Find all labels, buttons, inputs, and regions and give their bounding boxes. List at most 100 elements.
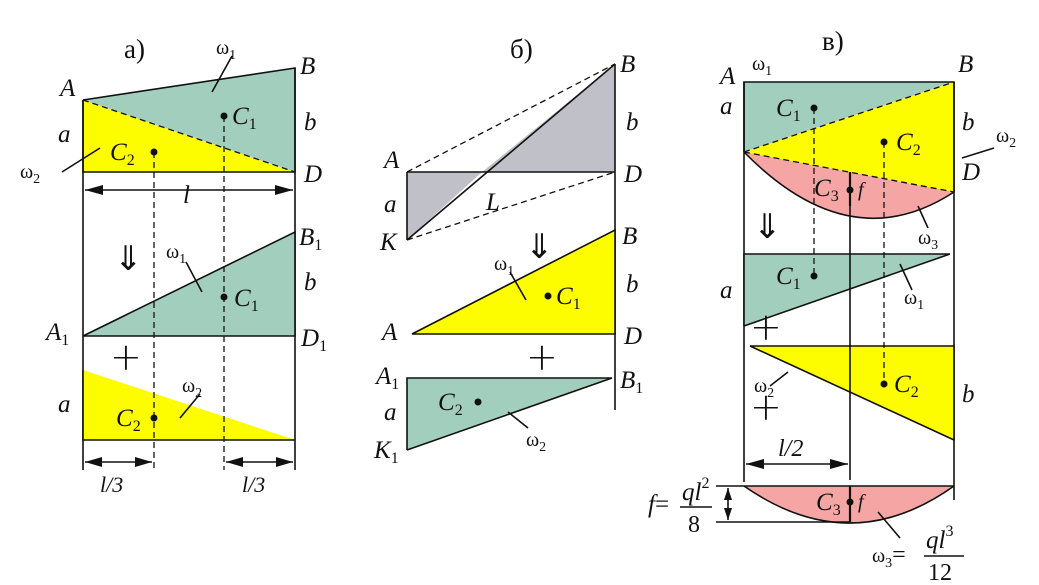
panel-a-label-A1: A1 (44, 319, 69, 349)
panel-c-mid-c1-dot (810, 272, 818, 280)
panel-a-dim-l3-left-arrow-b (135, 457, 152, 467)
panel-b-label-K: K (379, 229, 398, 256)
panel-c-top-omega3: ω3 (918, 227, 938, 253)
panel-c-mid-C1: C1 (776, 263, 801, 293)
formula-w3-lhs: ω3= (872, 542, 906, 571)
panel-b-top-gray-upper (482, 64, 615, 172)
panel-b-arrow: ⇓ (525, 227, 554, 267)
panel-b-label-A-top: A (382, 147, 400, 174)
panel-a-bot-omega2: ω2 (182, 375, 202, 401)
panel-b-label-D-top: D (623, 161, 642, 188)
panel-c-plus-2: + (750, 385, 782, 429)
panel-b-label-A1: A1 (374, 363, 399, 393)
formula-omega3: ω3= ql3 12 (872, 523, 964, 585)
panel-b-mid-C1: C1 (556, 283, 581, 313)
panel-c-bot-c3-dot (846, 498, 854, 506)
panel-c-low-omega2: ω2 (754, 375, 774, 401)
formula-f-denominator: 8 (688, 512, 700, 538)
panel-a-label-D: D (303, 161, 322, 188)
panel-c-top-C3: C3 (814, 175, 839, 205)
panel-a-mid-omega1-leader (185, 261, 203, 293)
formula-f-numerator: ql2 (682, 475, 709, 506)
panel-a-top-c2-dot (150, 148, 158, 156)
panel-b-plus: + (526, 335, 558, 379)
panel-c-l2: l/2 (778, 436, 803, 462)
panel-a-plus: + (110, 335, 142, 379)
panel-a-C2-top: C2 (110, 139, 135, 169)
panel-a-label-B: B (300, 53, 315, 80)
panel-a: ⇓ + а) A B D a b l ω1 ω2 C1 C2 B1 b D1 A… (20, 34, 327, 497)
panel-c-omega2-leader (961, 147, 995, 159)
panel-b-mid-outline (411, 228, 616, 335)
panel-c-title: в) (822, 26, 844, 56)
panel-a-C1-top: C1 (232, 103, 257, 133)
panel-a-l3-right: l/3 (242, 472, 265, 497)
panel-a-omega2-leader (61, 147, 101, 173)
panel-a-label-b-mid: b (304, 269, 317, 296)
panel-c-top-c3-dot (846, 186, 854, 194)
panel-a-bot-c2-dot (150, 414, 158, 422)
panel-b-label-K1: K1 (373, 437, 399, 467)
panel-c-label-B: B (958, 51, 973, 78)
panel-a-dim-l3-right-arrow-b (276, 457, 293, 467)
panel-b-label-a-top: a (384, 191, 397, 218)
panel-b-label-D-mid: D (623, 323, 642, 350)
panel-a-label-D1: D1 (300, 325, 327, 355)
panel-a-bot-yellow-triangle (83, 370, 295, 440)
panel-a-bot-omega2-leader (179, 393, 201, 419)
panel-c-top-C1: C1 (776, 95, 801, 125)
panel-b: ⇓ + б) B b A D a L K B b A D ω1 C1 A1 B1… (373, 34, 643, 467)
panel-a-dim-l-arrow-right (275, 185, 293, 195)
panel-c-bot-f: f (858, 491, 866, 513)
panel-a-top-c1-dot (220, 112, 228, 120)
panel-a-omega1-top: ω1 (216, 37, 236, 63)
panel-a-label-a-top: a (58, 121, 71, 148)
panel-a-dim-l3-left-arrow-a (85, 457, 102, 467)
panel-a-label-A: A (58, 75, 76, 102)
panel-a-dim-l3-right-arrow-a (226, 457, 243, 467)
panel-b-label-B1: B1 (620, 367, 643, 397)
panel-c-top-omega1: ω1 (752, 53, 772, 79)
panel-c-top-dash-chord (743, 151, 955, 193)
panel-c-top-C2: C2 (896, 129, 921, 159)
panel-b-label-a-bot: a (384, 399, 397, 426)
panel-c-bot-parabola (743, 485, 955, 524)
panel-a-l3-left: l/3 (100, 472, 123, 497)
formula-f-lhs: f= (648, 491, 669, 518)
panel-a-omega1-leader (211, 55, 233, 93)
panel-c-label-a-mid: a (720, 277, 733, 304)
panel-a-dim-l-arrow-left (85, 185, 103, 195)
panel-b-label-A-mid: A (380, 319, 398, 346)
panel-b-bot-omega2-leader (507, 411, 529, 429)
panel-a-label-a-bot: a (58, 391, 71, 418)
panel-a-mid-c1-dot (220, 293, 228, 301)
panel-c-low-outline (749, 345, 955, 442)
panel-c-top-omega2: ω2 (996, 125, 1016, 151)
panel-a-top-green-triangle (83, 68, 295, 172)
panel-c-label-b-top: b (962, 109, 975, 136)
panel-b-title: б) (510, 34, 533, 64)
panel-a-label-B1: B1 (299, 224, 322, 254)
panel-b-mid-omega1: ω1 (494, 253, 514, 279)
panel-b-label-L: L (485, 189, 500, 216)
panel-b-bot-omega2: ω2 (526, 429, 546, 455)
panel-b-top-gray-lower (407, 172, 482, 240)
panel-a-arrow: ⇓ (114, 239, 143, 279)
panel-c-dim-f-arrow-a (724, 488, 732, 500)
panel-a-label-b-top: b (304, 109, 317, 136)
formula-f: f= ql2 8 (648, 475, 712, 538)
panel-a-title: а) (124, 34, 145, 64)
panel-c-omega3-leader (917, 205, 929, 229)
panel-c-low-C2: C2 (894, 371, 919, 401)
panel-c-dim-l2-arrow-a (746, 459, 764, 469)
panel-b-label-B: B (620, 51, 635, 78)
panel-c-mid-omega1-leader (899, 263, 913, 291)
panel-c-bot-C3: C3 (816, 489, 841, 519)
panel-a-bot-C2: C2 (116, 405, 141, 435)
panel-b-mid-c1-dot (544, 292, 552, 300)
panel-b-bot-c2-dot (474, 398, 482, 406)
panel-c-low-c2-dot (880, 380, 888, 388)
panel-b-top-KB (406, 63, 616, 241)
panel-c-label-D: D (961, 159, 980, 186)
